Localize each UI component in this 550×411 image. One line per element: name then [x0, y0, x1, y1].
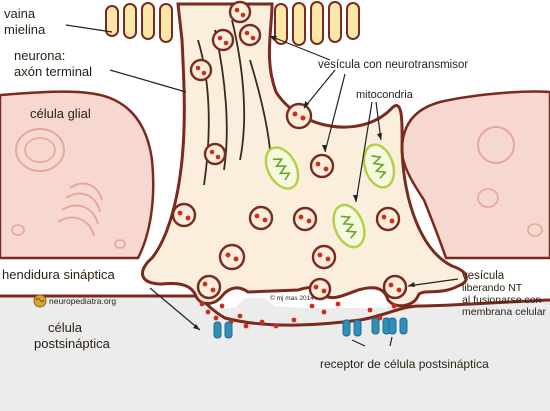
vesicle — [203, 142, 227, 166]
myelin-sheath — [105, 1, 360, 46]
glial-nucleus-right — [477, 126, 515, 164]
vesicle — [292, 206, 318, 232]
label-mitocondria: mitocondria — [356, 89, 414, 101]
vesicle — [311, 244, 337, 270]
label-neurona-1: neurona: — [14, 48, 65, 63]
released-neurotransmitter — [199, 301, 397, 329]
vesicle — [285, 102, 313, 130]
label-celula-glial: célula glial — [30, 106, 91, 121]
receptor — [388, 317, 408, 335]
glial-cell-right — [400, 90, 550, 260]
pointer-arrowheads — [193, 36, 415, 330]
label-fusion-4: membrana celular — [462, 306, 547, 318]
golgi-apparatus — [57, 182, 103, 237]
neurotransmitter-dots — [177, 7, 395, 262]
vesicle — [375, 206, 401, 232]
glial-nucleus — [15, 128, 65, 172]
fusing-vesicles — [196, 274, 408, 301]
label-receptor: receptor de célula postsináptica — [320, 357, 489, 371]
vesicle — [189, 58, 213, 82]
receptor — [342, 319, 362, 337]
vesicle — [228, 0, 252, 24]
mitochondrion — [332, 203, 366, 249]
glial-cell-left — [0, 90, 155, 260]
label-postsinaptica-1: célula — [48, 320, 83, 335]
label-hendidura: hendidura sináptica — [2, 267, 116, 282]
label-neurona-2: axón terminal — [14, 64, 92, 79]
copyright-text: © mj mas 2014 — [270, 294, 314, 302]
vesicle — [211, 28, 235, 52]
mitochondria — [264, 143, 396, 249]
brand-text: neuropediatra.org — [49, 296, 116, 306]
label-fusion-3: al fusionarse con — [462, 294, 542, 306]
vesicle — [238, 23, 262, 47]
vesicle — [171, 202, 197, 228]
receptor — [213, 321, 233, 339]
vesicle — [218, 243, 246, 271]
vesicle — [309, 153, 335, 179]
vesicles — [171, 0, 401, 271]
mitochondrion — [264, 146, 300, 190]
brain-icon — [33, 294, 47, 308]
fusing-vesicle-dots — [202, 281, 402, 294]
label-vaina-2: mielina — [4, 22, 46, 37]
label-vesicula-nt: vesícula con neurotransmisor — [318, 59, 468, 71]
label-postsinaptica-2: postsináptica — [34, 336, 111, 351]
brand-logo: neuropediatra.org — [33, 294, 116, 308]
vesicle — [248, 205, 274, 231]
mitochondrion — [362, 143, 396, 189]
label-vaina-1: vaina — [4, 6, 36, 21]
label-fusion-2: liberando NT — [462, 282, 523, 294]
postsynaptic-receptors — [213, 317, 408, 339]
label-fusion-1: vesícula — [462, 270, 505, 282]
receptor — [371, 317, 391, 335]
